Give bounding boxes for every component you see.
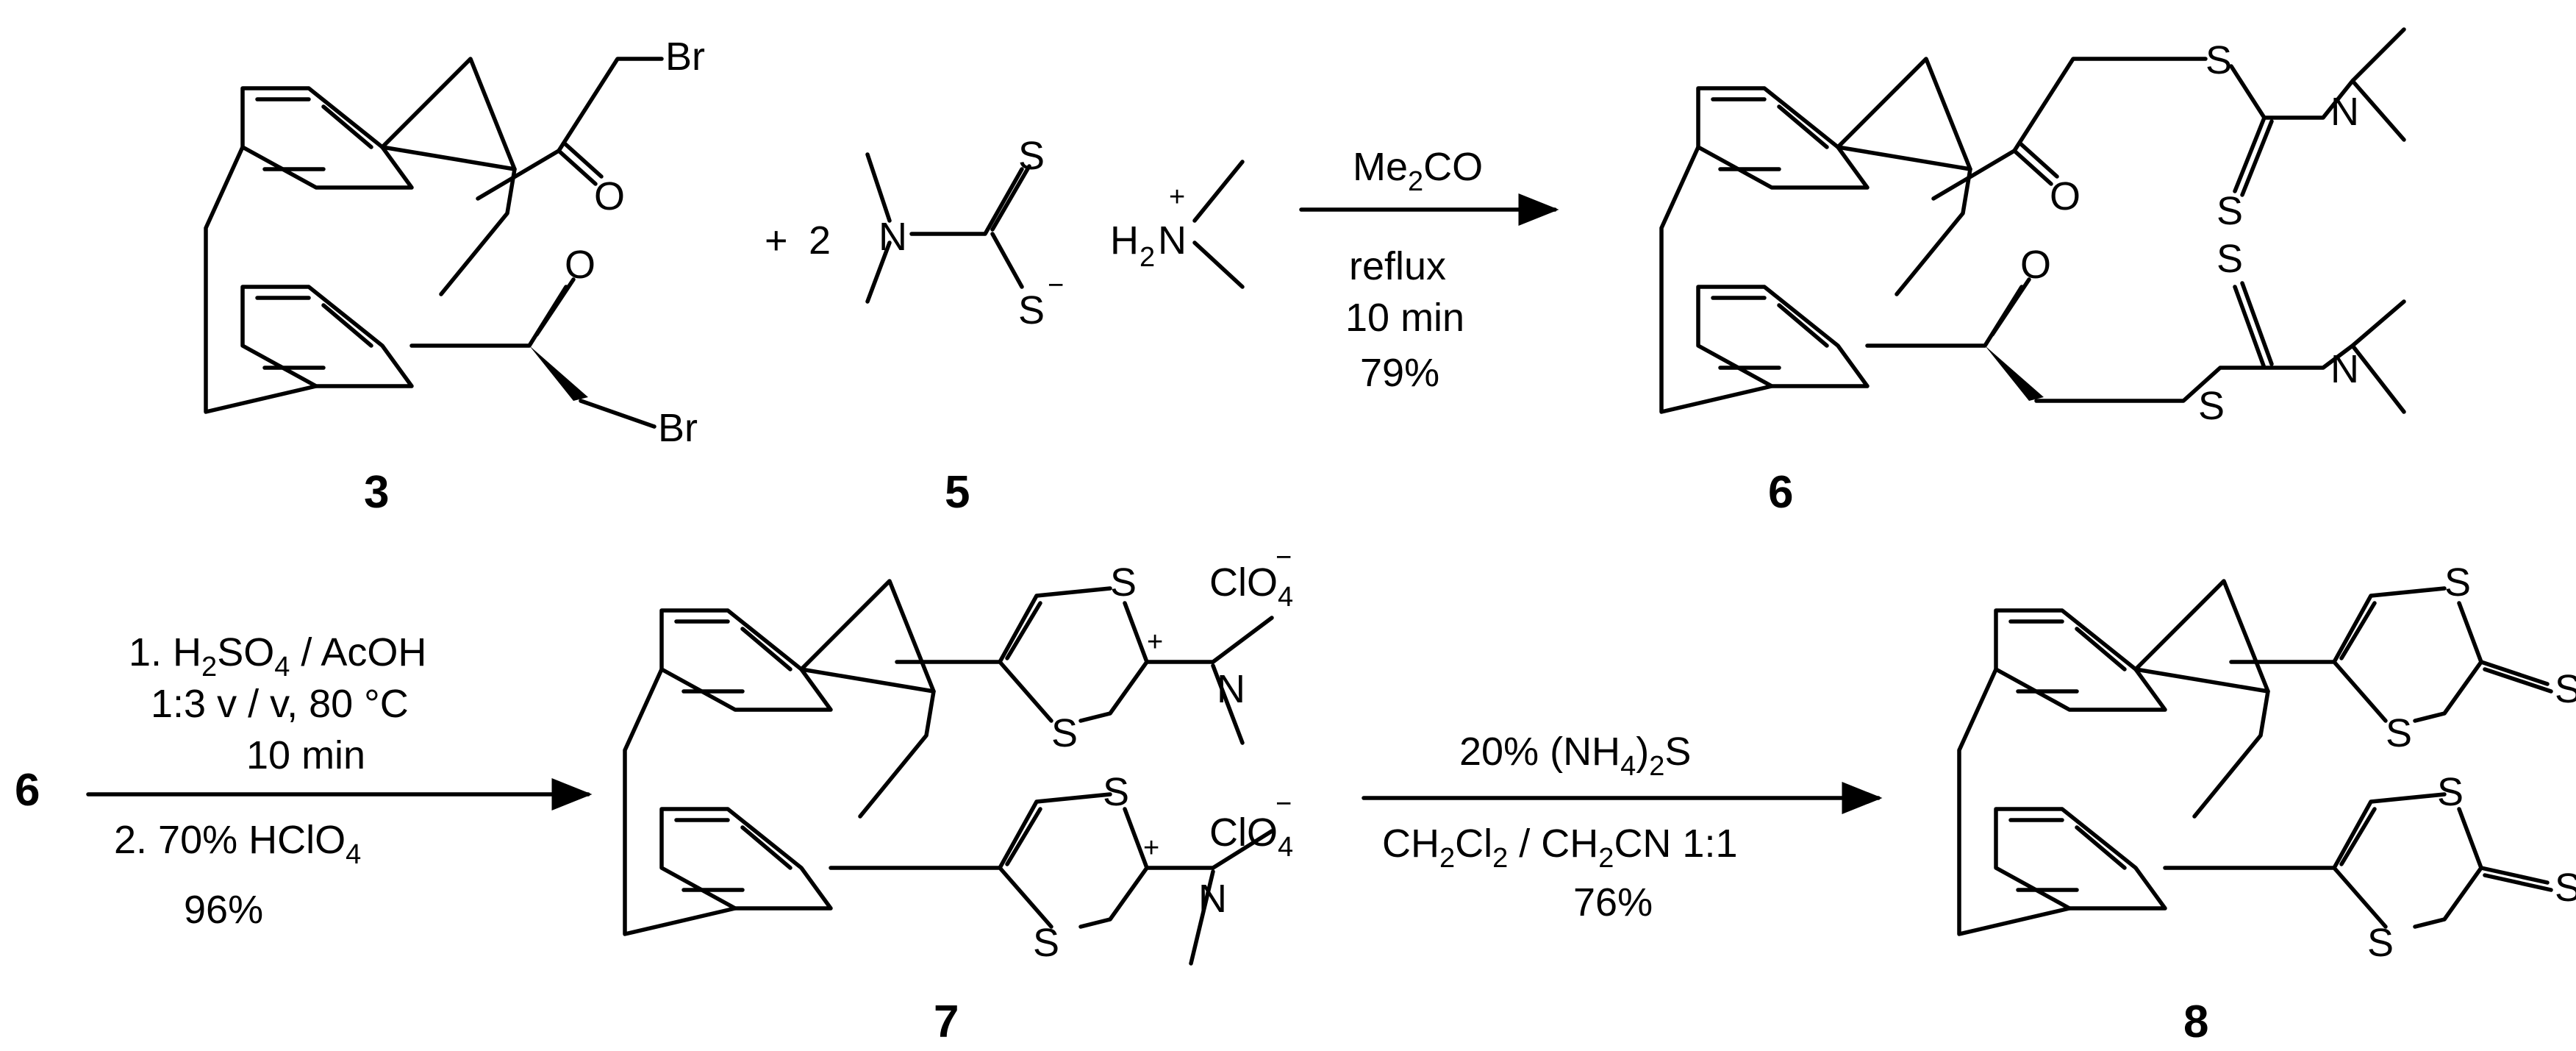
plus-charge-ammonium: + (1169, 182, 1185, 213)
s-atom-8-thione-upper: S (2555, 667, 2576, 711)
s-atom-thione: S (1018, 134, 1045, 178)
minus-charge: − (1048, 270, 1064, 301)
reaction-arrow-1: Me2CO reflux 10 min 79% (1299, 145, 1559, 395)
step1-line2: 1:3 v / v, 80 °C (151, 682, 409, 726)
step1-line1: 1. H2SO4 / AcOH (129, 630, 426, 683)
s-atom-7a: S (1110, 560, 1137, 605)
reaction-arrow-3: 20% (NH4)2S CH2Cl2 / CH2CN 1:1 76% (1362, 730, 1883, 924)
n-atom-dithiocarbamate: N (879, 215, 907, 259)
s-atom-8b: S (2386, 711, 2412, 755)
n-atom-7a: N (1217, 667, 1245, 711)
compound-5-structure: N S S − H 2 N + (865, 134, 1245, 332)
s-atom-anion: S (1018, 288, 1045, 332)
s-atom-8c: S (2437, 770, 2464, 814)
solvent-mixture: CH2Cl2 / CH2CN 1:1 (1382, 822, 1738, 874)
s-atom-7d: S (1033, 921, 1059, 965)
yield-1: 79% (1360, 351, 1439, 395)
o-atom-lower: O (565, 243, 595, 287)
minus-charge-upper: − (1276, 542, 1292, 573)
n-atom-lower: N (2330, 347, 2359, 391)
compound-label-6: 6 (1768, 467, 1793, 518)
plus-charge-7a: + (1147, 627, 1163, 658)
s-atom-8-thione-lower: S (2555, 866, 2576, 910)
compound-label-6-start: 6 (15, 765, 40, 816)
o-atom-upper-6: O (2050, 174, 2081, 218)
s-atom-thione-lower: S (2217, 237, 2243, 281)
s-atom-thioether-upper: S (2205, 38, 2232, 82)
compound-3-structure: Br O O Br (204, 35, 705, 450)
reaction-arrow-2: 1. H2SO4 / AcOH 1:3 v / v, 80 °C 10 min … (86, 630, 593, 932)
s-atom-8d: S (2367, 921, 2394, 965)
n-atom-7b: N (1198, 877, 1227, 921)
step1-line3: 10 min (246, 733, 365, 777)
compound-label-3: 3 (364, 467, 389, 518)
step2-line: 2. 70% HClO4 (114, 818, 361, 870)
plus-charge-7b: + (1143, 833, 1159, 863)
compound-8-structure: S S S S S S (1957, 560, 2576, 965)
condition-time: 10 min (1345, 296, 1464, 340)
yield-3: 76% (1573, 880, 1653, 924)
compound-label-5: 5 (945, 467, 970, 518)
compound-7-structure: S S + N S S + N ClO4 − ClO4 − (623, 542, 1293, 966)
br-atom-upper: Br (665, 35, 705, 79)
n-atom-ammonium: N (1158, 218, 1187, 263)
s-atom-7c: S (1103, 770, 1129, 814)
reagent-ammonium-sulfide: 20% (NH4)2S (1459, 730, 1691, 782)
compound-label-7: 7 (934, 997, 959, 1047)
perchlorate-upper: ClO4 (1209, 560, 1293, 613)
solvent-label: Me2CO (1353, 145, 1483, 197)
stoich-coefficient: 2 (809, 218, 831, 263)
compound-label-8: 8 (2183, 997, 2208, 1047)
minus-charge-lower: − (1276, 788, 1292, 819)
s-atom-thioether-lower: S (2198, 384, 2225, 428)
br-atom-lower: Br (658, 406, 698, 450)
o-atom-lower-6: O (2020, 243, 2051, 287)
h-atom: H (1110, 218, 1139, 263)
compound-6-structure: S S N O O S S N (1659, 27, 2406, 428)
perchlorate-lower: ClO4 (1209, 810, 1293, 863)
condition-reflux: reflux (1349, 244, 1446, 288)
o-atom-upper: O (594, 174, 625, 218)
s-atom-7b: S (1051, 711, 1078, 755)
n-atom-upper: N (2330, 90, 2359, 134)
s-atom-thione-upper: S (2217, 189, 2243, 233)
plus-sign: + (765, 218, 788, 263)
s-atom-8a: S (2444, 560, 2471, 605)
h-subscript: 2 (1139, 242, 1155, 273)
yield-2: 96% (184, 888, 263, 932)
